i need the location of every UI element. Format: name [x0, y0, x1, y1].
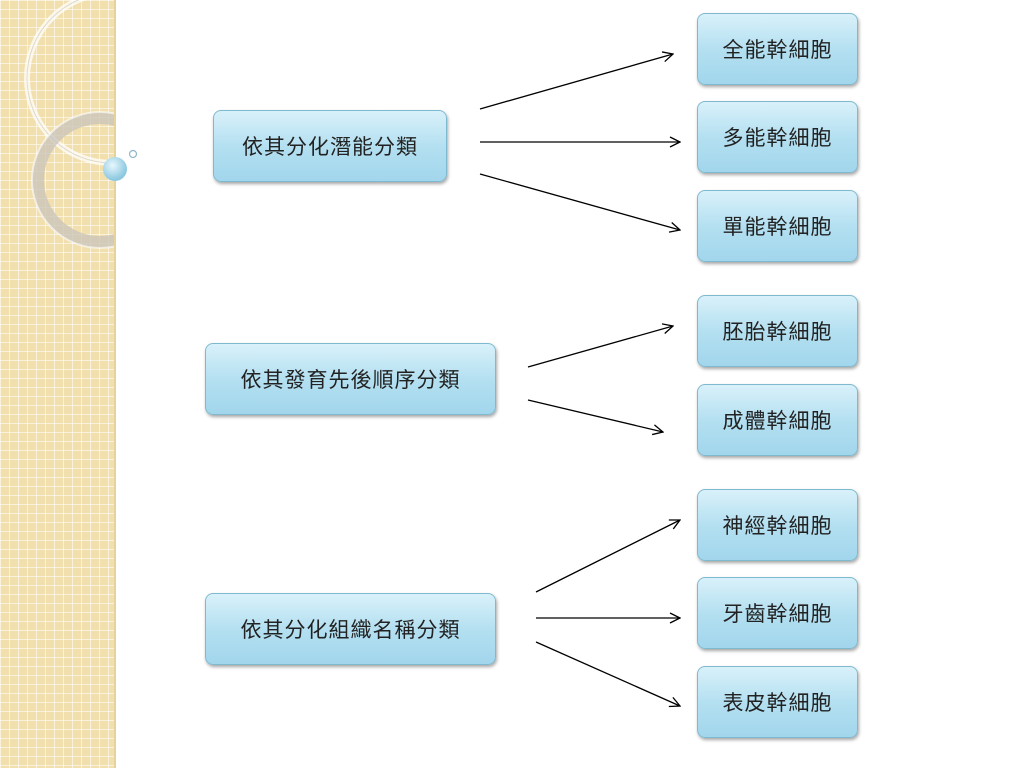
- decorative-small-ring-icon: [128, 149, 138, 159]
- decorative-bubble-icon: [103, 157, 127, 181]
- decorative-side-panel: [0, 0, 116, 768]
- category-box-potency: 依其分化潛能分類: [213, 110, 447, 182]
- category-box-development: 依其發育先後順序分類: [205, 343, 496, 415]
- arrow-potency-to-unipotent: [479, 173, 680, 230]
- arrow-tissue-to-neural: [535, 520, 680, 593]
- child-box-totipotent: 全能幹細胞: [697, 13, 858, 85]
- category-box-tissue: 依其分化組織名稱分類: [205, 593, 496, 665]
- child-box-unipotent: 單能幹細胞: [697, 190, 858, 262]
- child-box-epidermal: 表皮幹細胞: [697, 666, 858, 738]
- arrow-development-to-adult: [527, 399, 663, 432]
- arrow-potency-to-totipotent: [479, 54, 673, 110]
- child-box-embryonic: 胚胎幹細胞: [697, 295, 858, 367]
- child-box-neural: 神經幹細胞: [697, 489, 858, 561]
- arrow-development-to-embryonic: [527, 326, 673, 368]
- child-box-pluripotent: 多能幹細胞: [697, 101, 858, 173]
- arrow-tissue-to-epidermal: [535, 641, 680, 706]
- child-box-adult: 成體幹細胞: [697, 384, 858, 456]
- child-box-dental: 牙齒幹細胞: [697, 577, 858, 649]
